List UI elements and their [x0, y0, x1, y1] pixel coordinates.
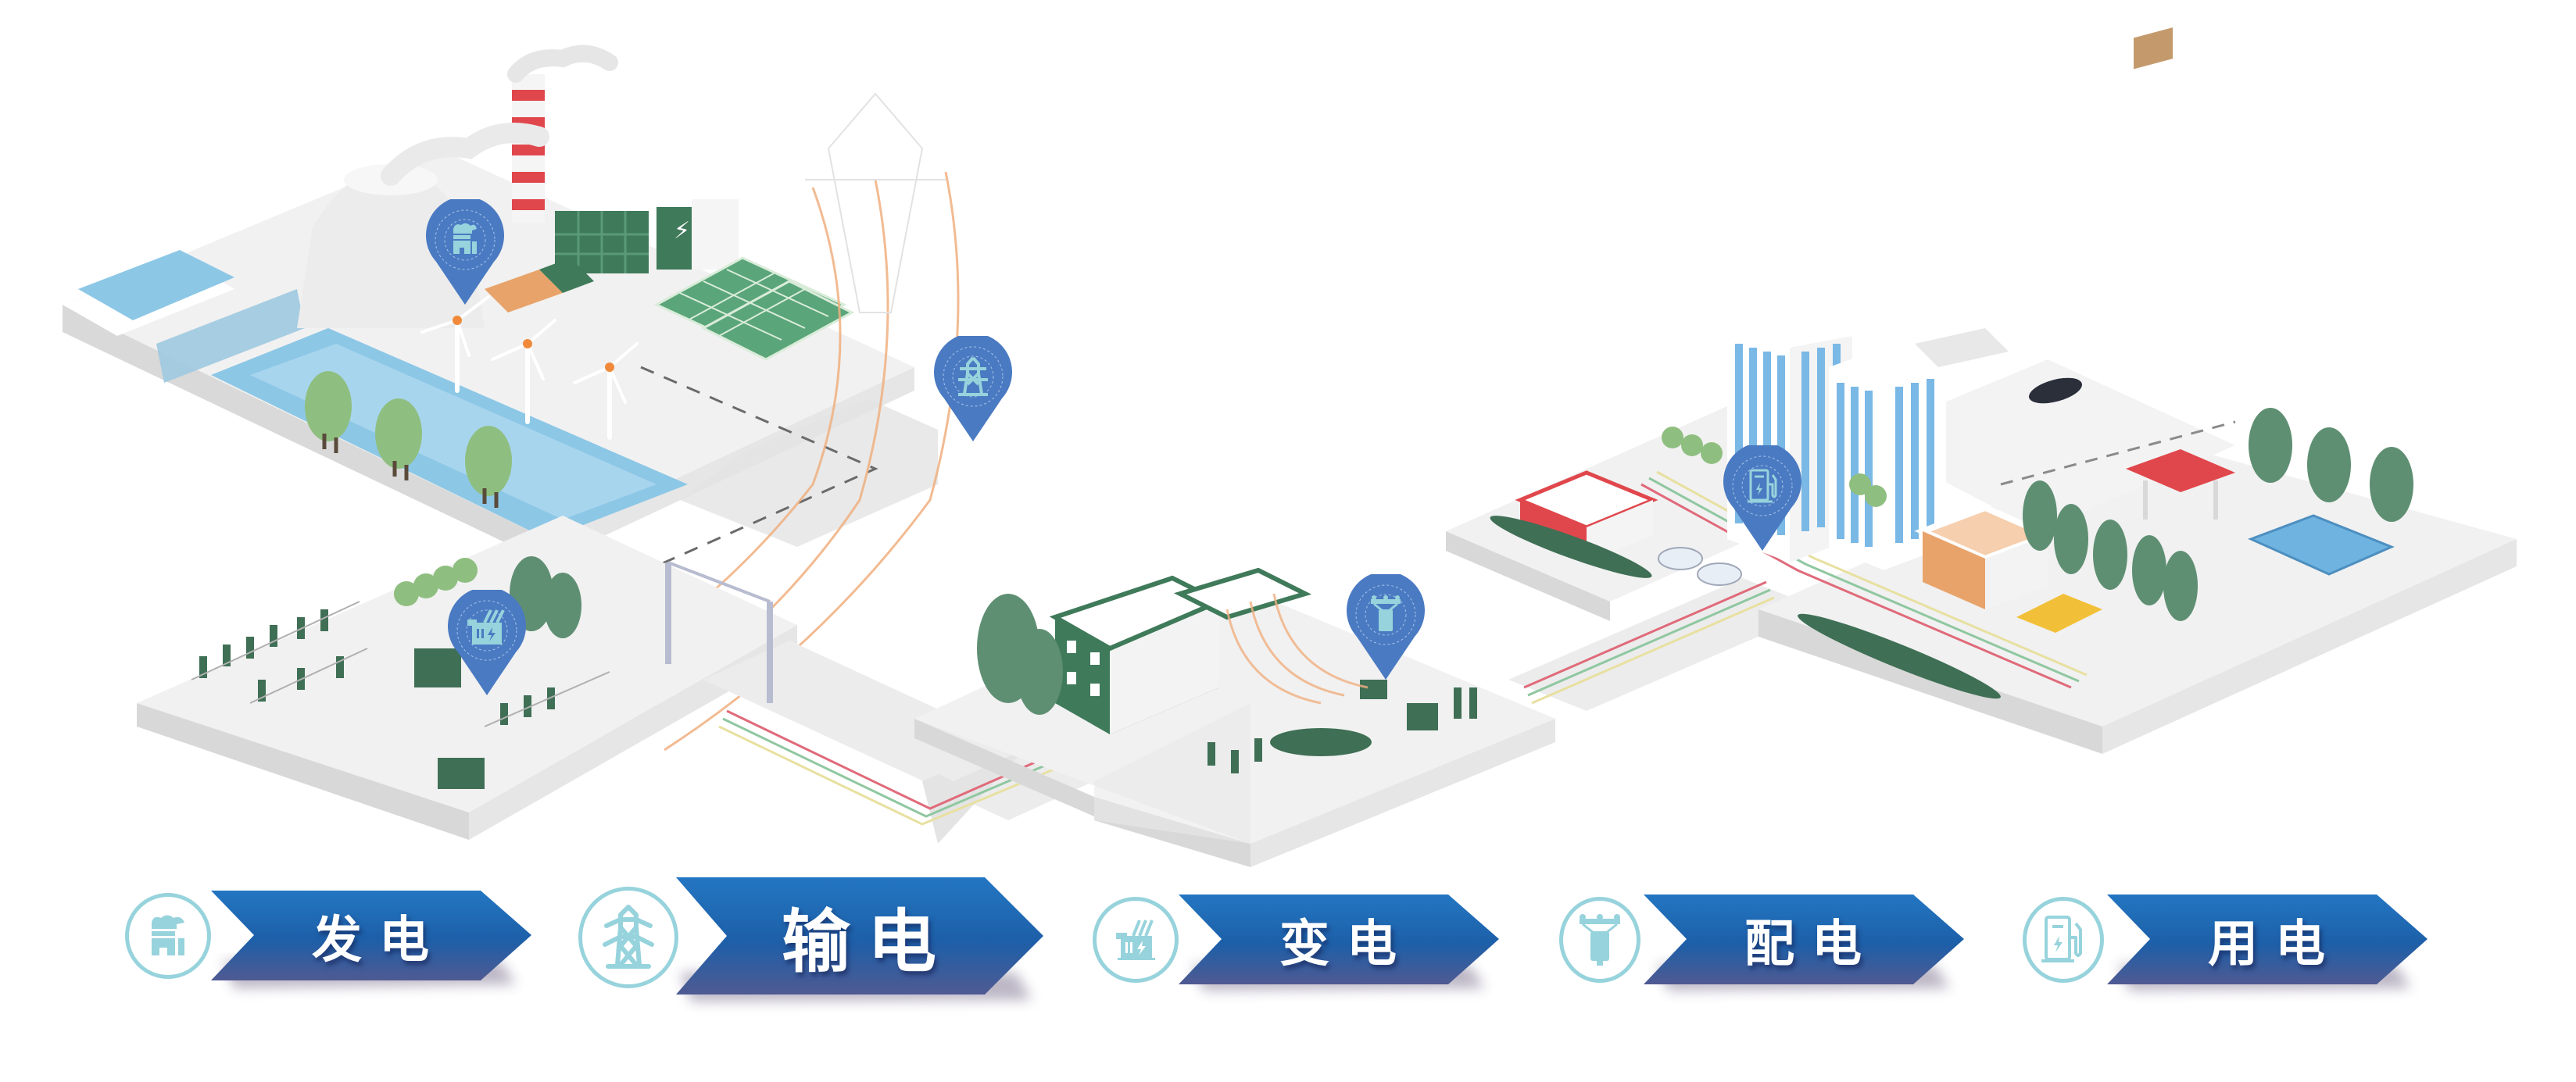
transmission-tower-icon: [603, 905, 654, 969]
stage-arrow: [211, 891, 531, 980]
stage-icon-circle: [2023, 897, 2104, 983]
transformer-icon: [448, 587, 526, 695]
stage-arrow: [2107, 895, 2428, 984]
city-area: [1446, 27, 2517, 754]
stage-icon-circle: [125, 893, 211, 979]
svg-text:⚡: ⚡: [674, 217, 690, 245]
stage-label: 配电: [1744, 915, 1879, 973]
transmission-tower-icon: [934, 333, 1012, 441]
power-plant-icon: [426, 196, 504, 305]
stage-icon-circle: [578, 887, 678, 988]
stage-label: 发电: [312, 911, 446, 970]
stage-transmission[interactable]: 输电: [578, 871, 1047, 1004]
stage-arrow: [1179, 895, 1499, 984]
road-to-city: [1508, 578, 1821, 711]
stage-distribution[interactable]: 配电: [1559, 891, 1966, 1000]
pin-generation[interactable]: [422, 196, 508, 309]
stage-consumption[interactable]: 用电: [2023, 891, 2429, 1000]
stage-label: 输电: [781, 901, 953, 982]
stage-icon-circle: [1093, 897, 1179, 983]
stage-arrow: [1644, 895, 1964, 984]
pin-transmission[interactable]: [930, 333, 1016, 445]
pin-distribution[interactable]: [1343, 571, 1429, 684]
stage-generation[interactable]: 发电: [125, 887, 531, 996]
pin-substation[interactable]: [444, 587, 530, 699]
stage-arrow: [676, 877, 1043, 995]
transformer-icon: [1116, 920, 1155, 960]
pin-consumption[interactable]: [1719, 442, 1805, 555]
pole-transformer-icon: [1347, 571, 1425, 680]
stage-icon-circle: [1559, 897, 1640, 983]
charging-station-icon: [2041, 916, 2082, 962]
ghost-tower: [805, 92, 946, 313]
stage-label: 用电: [2208, 915, 2342, 973]
generation-area: ⚡: [63, 45, 938, 595]
pole-transformer-icon: [1580, 914, 1620, 966]
charging-station-icon: [1723, 442, 1801, 551]
stage-label: 变电: [1279, 915, 1414, 973]
power-plant-icon: [152, 915, 184, 955]
substation-area: [137, 516, 1110, 844]
middle-substation-area: [914, 567, 1555, 867]
stage-substation[interactable]: 变电: [1093, 891, 1499, 1000]
